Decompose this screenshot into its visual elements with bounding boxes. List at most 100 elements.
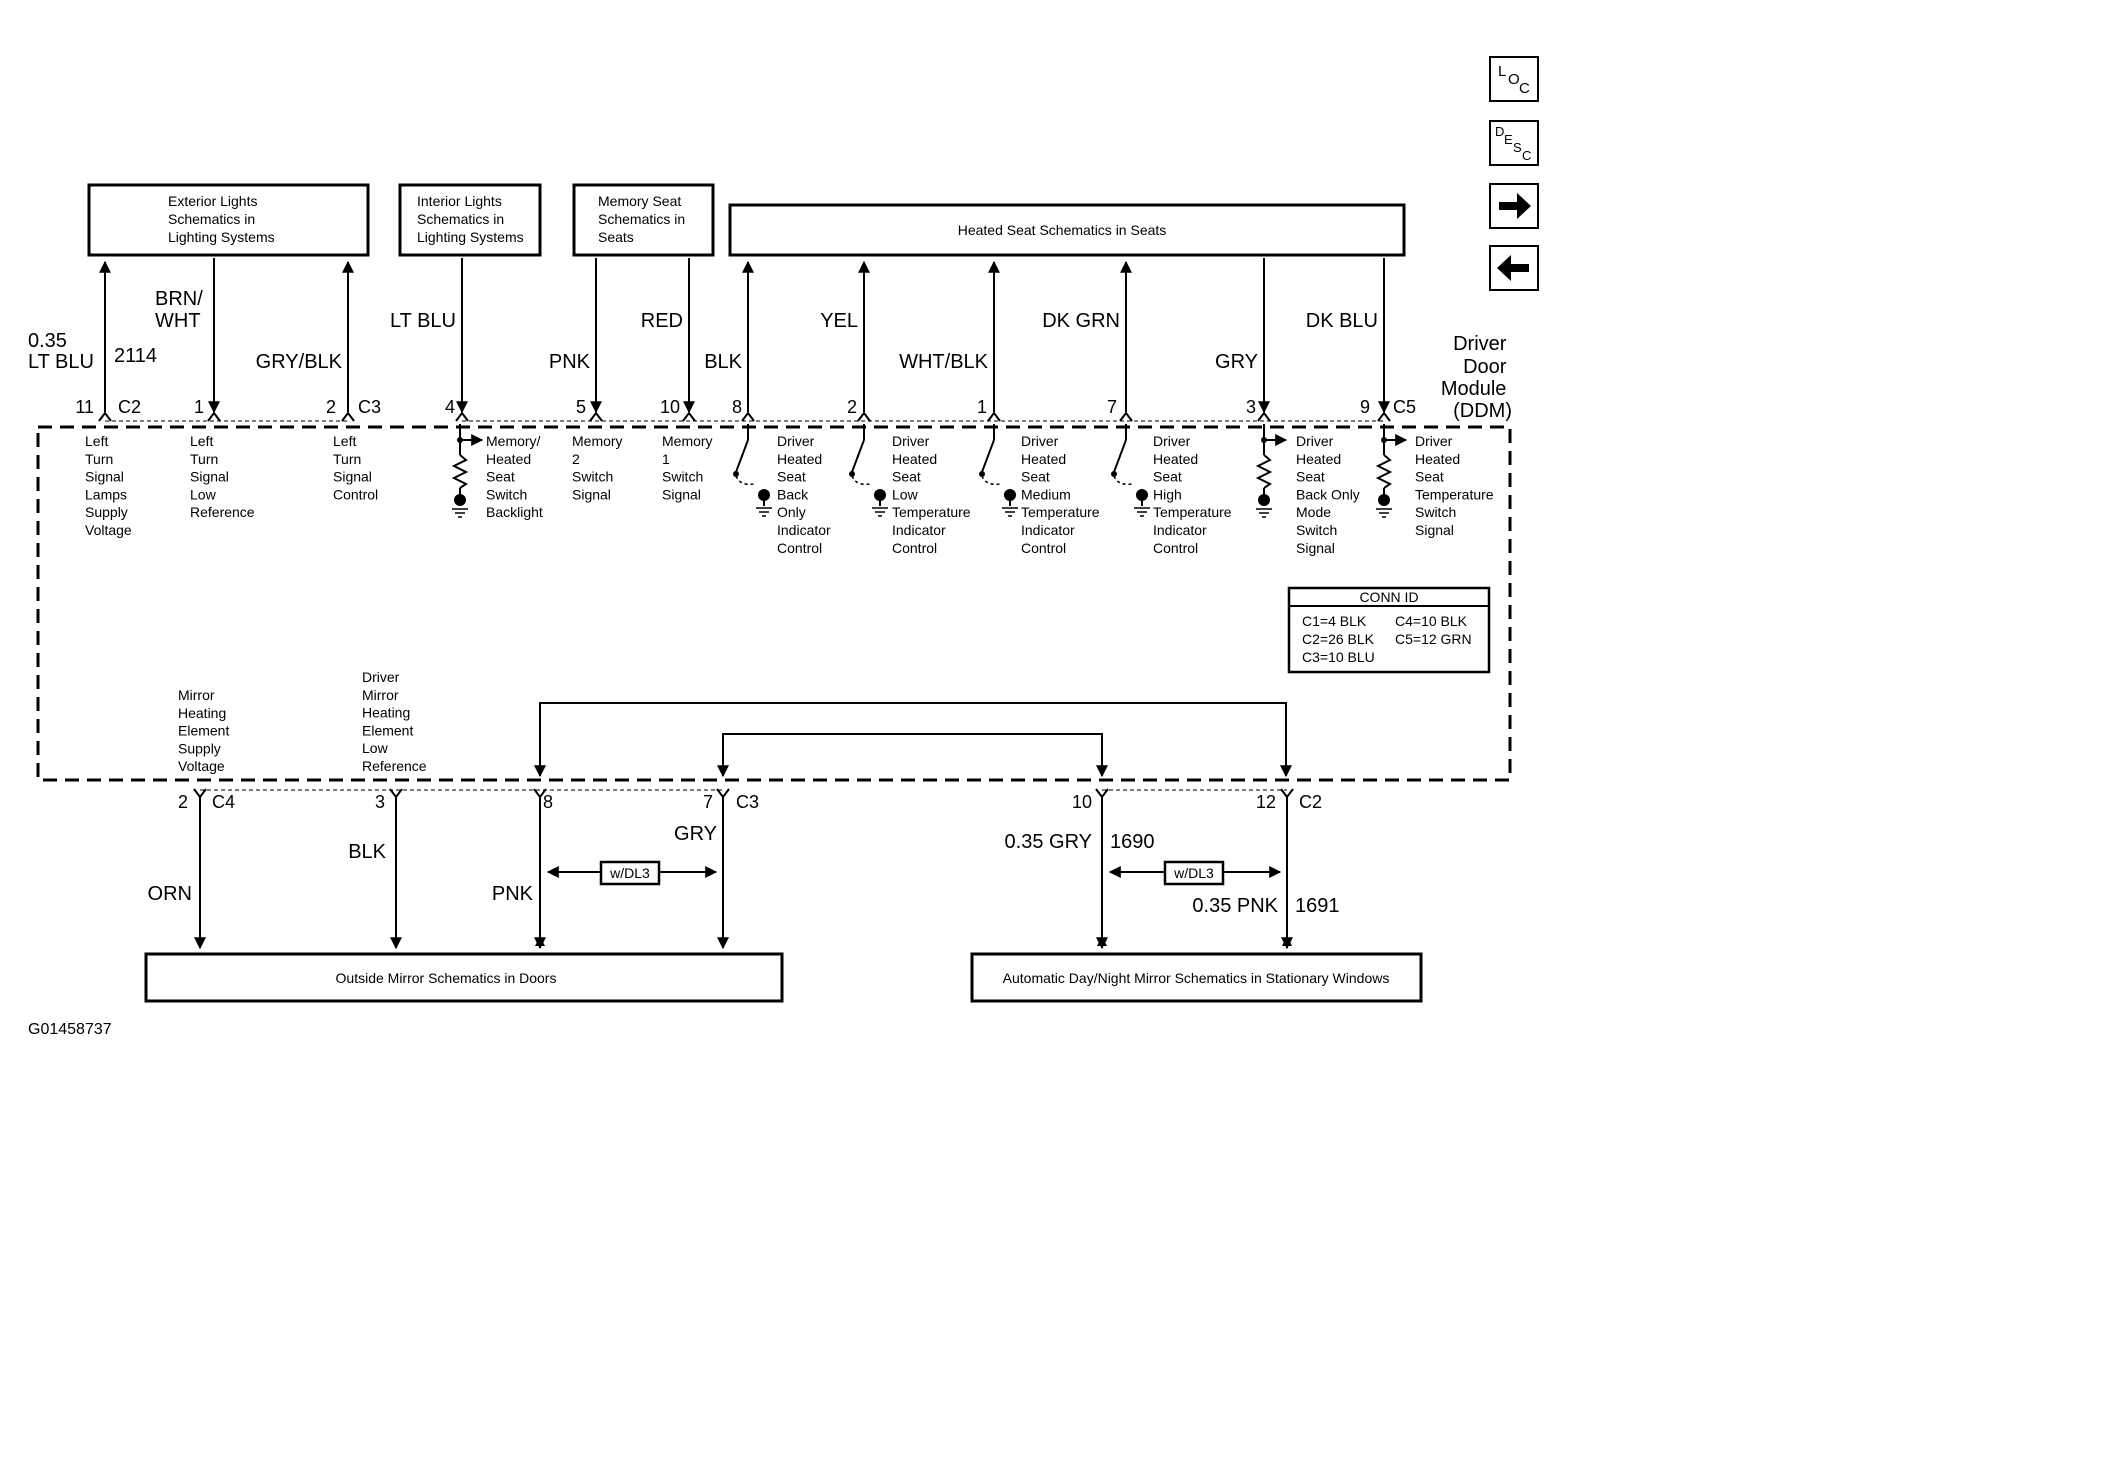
wire-color-label: PNK [549,351,591,373]
svg-text:w/DL3: w/DL3 [1173,865,1214,881]
pin-number: 4 [445,397,455,417]
option-tag-w-dl3: w/DL3 [546,860,718,886]
wire-color-label: BLK [348,841,386,863]
wire-color-label: YEL [820,310,858,332]
pin-description: Signal [333,469,372,485]
pin-description: Heated [486,451,531,467]
wire-color-label: 0.35 GRY [1005,831,1092,853]
top-box-heated-seat: Heated Seat Schematics in Seats [728,203,1406,257]
svg-text:D: D [1495,124,1504,139]
pin-description: Turn [190,451,218,467]
arrow-head [535,936,545,946]
arrow-head [1097,936,1107,946]
pin-number: 2 [847,397,857,417]
pin-description: Signal [190,469,229,485]
pin-description: 2 [572,451,580,467]
svg-text:Automatic Day/Night Mirror Sch: Automatic Day/Night Mirror Schematics in… [1003,970,1390,986]
svg-text:Outside Mirror Schematics in D: Outside Mirror Schematics in Doors [336,970,557,986]
pin-number: 7 [703,792,713,812]
svg-text:S: S [1513,140,1522,155]
pin-description: Heated [777,451,822,467]
pin-description: Backlight [486,504,543,520]
pin-description: Switch [1415,504,1456,520]
indicator-switch-symbol [1111,424,1150,517]
connector-terminal [857,411,871,422]
connector-terminal [207,411,221,422]
next-page-button[interactable] [1489,183,1539,229]
pin-description: Seat [1153,469,1182,485]
circuit-number: 2114 [114,345,157,367]
svg-text:C3=10 BLU: C3=10 BLU [1302,649,1375,665]
description-button[interactable]: D E S C [1489,120,1539,166]
pin-description: Driver [892,433,930,449]
pin-description: Signal [662,486,701,502]
conn-id-table: CONN ID C1=4 BLK C4=10 BLK C2=26 BLK C5=… [1287,586,1491,674]
pin-description: High [1153,486,1182,502]
pin-description: Driver [1415,433,1453,449]
indicator-switch-symbol [733,424,772,517]
pin-description: Reference [362,758,427,774]
pin-number: 1 [977,397,987,417]
pin-number: 8 [543,792,553,812]
connector-label: C3 [358,397,381,417]
pin-description: Driver [1021,433,1059,449]
svg-text:C1=4 BLK: C1=4 BLK [1302,613,1367,629]
pin-description: Driver [777,433,815,449]
loc-icon: L O C [1498,63,1530,97]
pin-description: Signal [1296,540,1335,556]
wire-color-label: LT BLU [28,351,94,373]
connector-terminal [589,411,603,422]
pin-description: Control [777,540,822,556]
connector-terminal [1280,788,1294,799]
option-tag-w-dl3: w/DL3 [1108,860,1282,886]
location-button[interactable]: L O C [1489,56,1539,102]
pin-description: Indicator [1021,522,1075,538]
top-pin-8: WHT/BLK1DriverHeatedSeatMediumTemperatur… [899,260,1100,556]
pin-description: Heated [1021,451,1066,467]
indicator-switch-symbol [849,424,888,517]
connector-label: C2 [118,397,141,417]
svg-text:C5=12 GRN: C5=12 GRN [1395,631,1472,647]
pin-description: Lamps [85,486,127,502]
wire-color-label: GRY [674,823,717,845]
top-pin-7: YEL2DriverHeatedSeatLowTemperatureIndica… [820,260,971,556]
svg-text:Heated Seat Schematics in Seat: Heated Seat Schematics in Seats [958,222,1167,238]
wire-color-label: WHT/BLK [899,351,989,373]
pin-description: Low [892,486,919,502]
desc-icon: D E S C [1495,124,1531,163]
connector-terminal [1095,788,1109,799]
pin-description: Driver [362,669,400,685]
previous-page-button[interactable] [1489,245,1539,291]
pin-description: Turn [333,451,361,467]
arrow-right-icon [1499,193,1531,219]
wire-color-label: WHT [155,310,201,332]
connector-terminal [1119,411,1133,422]
connector-label: C2 [1299,792,1322,812]
connector-terminal [389,788,403,799]
pin-description: Signal [85,469,124,485]
connector-terminal [455,411,469,422]
circuit-number: 1691 [1295,895,1340,917]
arrow-left-icon [1497,255,1529,281]
indicator-switch-symbol [979,424,1018,517]
wire-color-label: PNK [492,883,534,905]
bottom-pin-1: 3BLKDriverMirrorHeatingElementLowReferen… [348,669,427,950]
wire-color-label: GRY [1215,351,1258,373]
pin-number: 9 [1360,397,1370,417]
pin-description: Switch [572,469,613,485]
pin-number: 12 [1256,792,1276,812]
pin-description: Only [777,504,806,520]
connector-terminal [716,788,730,799]
bottom-box-auto-day-night-mirror: Automatic Day/Night Mirror Schematics in… [970,952,1423,1003]
pin-description: Back [777,486,809,502]
pull-resistor-symbol [1375,424,1408,518]
